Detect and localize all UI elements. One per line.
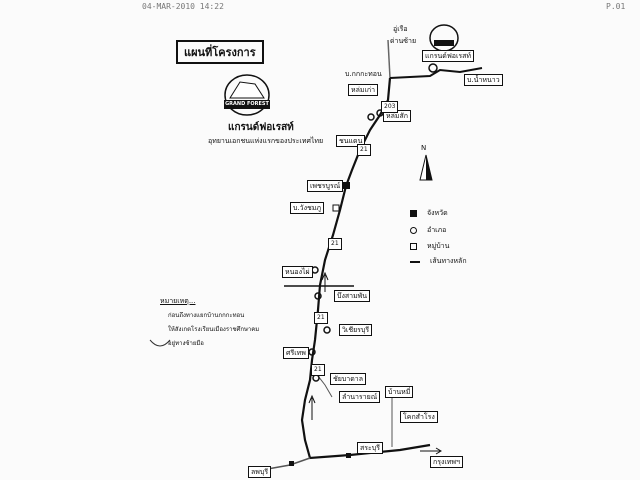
label-lom-sak: หล่มสัก xyxy=(383,110,412,122)
district-symbol-icon xyxy=(410,227,417,234)
route-21-badge: 21 xyxy=(311,364,325,376)
landmark-symbol xyxy=(149,339,171,347)
label-chai-badan: ชัยบาดาล xyxy=(330,373,366,385)
brand-slogan: อุทยานเอกชนแห่งแรกของประเทศไทย xyxy=(208,137,324,145)
label-north-top: อู่เรือ xyxy=(393,25,408,33)
label-phetchabun: เพชรบูรณ์ xyxy=(307,180,344,192)
province-marker xyxy=(343,182,350,189)
notes-heading: หมายเหตุ... xyxy=(160,297,196,305)
brand-name: แกรนด์ฟอเรสท์ xyxy=(228,122,294,133)
label-dan-sai: ด่านซ้าย xyxy=(390,37,417,45)
label-lopburi: ลพบุรี xyxy=(248,466,272,478)
note-line: ให้สังเกตโรงเรียนเมืองราชศึกษาคม xyxy=(168,326,260,333)
label-bangkok: กรุงเทพฯ xyxy=(430,456,463,468)
map-title: แผนที่โครงการ xyxy=(176,40,264,64)
logo-text: GRAND FOREST xyxy=(224,100,270,109)
label-saraburi: สระบุรี xyxy=(357,442,383,454)
label-khok-samrong: โคกสำโรง xyxy=(400,411,438,423)
village-symbol-icon xyxy=(410,243,417,250)
label-bueng-sam-phan: บึงสามพัน xyxy=(334,290,371,302)
note-line: อยู่ทางซ้ายมือ xyxy=(168,340,204,347)
north-arrow-icon xyxy=(419,154,433,181)
direction-arrow xyxy=(308,394,316,420)
route-21-badge: 21 xyxy=(328,238,342,250)
route-21-badge: 21 xyxy=(357,144,371,156)
label-wichian-buri: วิเชียรบุรี xyxy=(339,324,373,336)
logo-right xyxy=(429,24,459,52)
route-21-badge: 21 xyxy=(314,312,328,324)
logo-left xyxy=(224,74,270,116)
road-east xyxy=(389,67,483,79)
road-north xyxy=(387,39,391,79)
main-road-symbol-icon xyxy=(410,260,420,263)
label-resort: แกรนด์ฟอเรสท์ xyxy=(422,50,475,62)
label-wang-chomphu: บ.วังชมภู xyxy=(290,202,324,214)
label-kok-kathon: บ.กกกะทอน xyxy=(345,70,382,78)
label-nam-nao: บ.น้ำหนาว xyxy=(464,74,503,86)
north-label: N xyxy=(421,144,427,152)
province-symbol-icon xyxy=(410,210,417,217)
label-lom-kao: หล่มเก่า xyxy=(348,84,379,96)
fax-page-number: P.01 xyxy=(606,2,626,11)
label-si-thep: ศรีเทพ xyxy=(283,347,309,359)
route-203-badge: 203 xyxy=(381,101,399,113)
fax-timestamp: 04-MAR-2010 14:22 xyxy=(142,2,224,11)
label-ban-mi: บ้านหมี่ xyxy=(385,386,414,398)
label-lam-narai: ลำนารายณ์ xyxy=(339,391,381,403)
label-nong-phai: หนองไผ่ xyxy=(282,266,313,278)
note-line: ก่อนถึงทางแยกบ้านกกกะทอน xyxy=(168,312,245,319)
